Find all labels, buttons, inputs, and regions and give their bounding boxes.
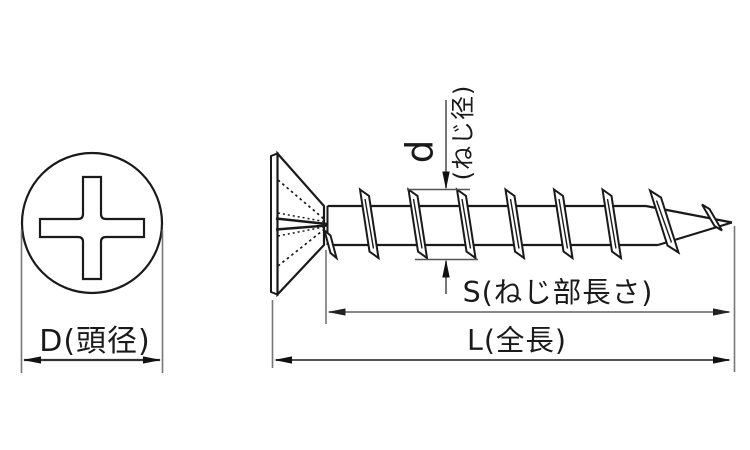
overall-length-dimension: L(全長) (271, 300, 731, 368)
thread-crest-tip (701, 203, 723, 232)
recess-slot-upper (275, 217, 328, 226)
head-cone (276, 150, 326, 298)
thread-crests (322, 187, 723, 261)
head-diameter-dimension: D(頭径) (20, 230, 164, 373)
arrowhead-right-icon (143, 356, 161, 364)
overall-length-label: L(全長) (467, 324, 567, 357)
thread-diameter-symbol-label: d (399, 139, 442, 164)
recess-slot-lower (275, 224, 328, 231)
arrowhead-left-icon (274, 356, 292, 364)
screw-side-view (270, 150, 733, 298)
thread-crest-inner-line (606, 198, 617, 249)
arrowhead-left-icon (23, 356, 41, 364)
thread-diameter-note-label: (ねじ径) (449, 85, 477, 181)
arrowhead-up-icon (442, 259, 450, 278)
thread-crest-inner-line (558, 198, 569, 249)
thread-crest-inner-line (461, 198, 472, 249)
thread-diameter-dimension: d (ねじ径) (399, 85, 478, 294)
arrowhead-down-icon (442, 171, 450, 190)
recess-hidden-line-lower (277, 228, 325, 267)
thread-length-dimension: S(ねじ部長さ) (325, 226, 736, 372)
arrowhead-left-icon (327, 308, 346, 316)
phillips-recess-outline (38, 175, 146, 281)
recess-hidden-line-upper (277, 179, 325, 220)
thread-length-label: S(ねじ部長さ) (463, 276, 654, 309)
head-diameter-label: D(頭径) (39, 324, 151, 359)
thread-crest-inner-line (412, 198, 423, 249)
thread-crest-inner-line (364, 198, 375, 249)
screw-head-front-view (20, 151, 164, 295)
thread-crest-neck (322, 227, 339, 261)
arrowhead-right-icon (713, 308, 731, 316)
thread-crest-inner-line (655, 200, 673, 243)
thread-crest-inner-line (509, 198, 520, 249)
arrowhead-right-icon (713, 356, 731, 364)
